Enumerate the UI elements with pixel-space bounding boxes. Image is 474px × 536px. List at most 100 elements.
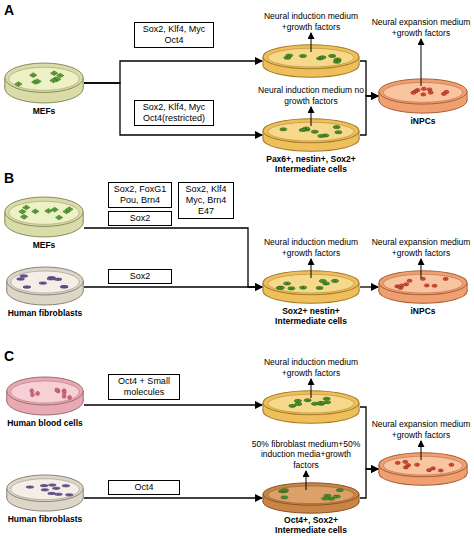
cell-nucleus bbox=[302, 55, 304, 56]
cell-nucleus bbox=[292, 405, 294, 406]
cell bbox=[311, 130, 318, 133]
cell-nucleus bbox=[291, 288, 293, 289]
factor-text: Sox2 bbox=[111, 213, 169, 224]
cell-nucleus bbox=[336, 61, 338, 62]
cell-nucleus bbox=[405, 467, 406, 468]
cell bbox=[47, 278, 55, 280]
cell-nucleus bbox=[32, 394, 33, 395]
cell bbox=[299, 54, 306, 57]
cell bbox=[34, 79, 41, 84]
cell bbox=[66, 207, 73, 212]
cell-nucleus bbox=[35, 211, 36, 212]
petri-dish bbox=[6, 266, 84, 306]
cell-nucleus bbox=[413, 92, 414, 93]
factor-box: Oct4 + Small molecules bbox=[108, 374, 180, 400]
medium-label: Neural induction medium +growth factors bbox=[257, 11, 365, 32]
cell-nucleus bbox=[33, 75, 34, 76]
flow-arrow bbox=[84, 83, 262, 135]
cell-nucleus bbox=[451, 464, 452, 465]
cell bbox=[420, 277, 425, 280]
cell bbox=[281, 489, 288, 492]
cell bbox=[304, 399, 311, 402]
cell bbox=[52, 487, 60, 489]
cell-nucleus bbox=[26, 207, 27, 208]
cell-nucleus bbox=[56, 488, 57, 489]
cell-nucleus bbox=[331, 55, 333, 56]
cell bbox=[19, 209, 26, 214]
cell-nucleus bbox=[319, 58, 321, 59]
cell bbox=[316, 286, 323, 289]
cell bbox=[335, 131, 342, 134]
cell-nucleus bbox=[405, 461, 406, 462]
dish-rim bbox=[7, 475, 83, 502]
cell bbox=[333, 60, 340, 63]
cell bbox=[55, 215, 62, 220]
cell bbox=[438, 469, 443, 472]
cell-nucleus bbox=[280, 287, 282, 288]
cell bbox=[15, 82, 22, 87]
cell-nucleus bbox=[443, 93, 444, 94]
cell-nucleus bbox=[430, 92, 431, 93]
petri-dish bbox=[378, 452, 468, 486]
dish-rim bbox=[7, 267, 83, 295]
cell bbox=[407, 279, 412, 282]
petri-dish bbox=[4, 62, 84, 104]
culture-dish: MEFs bbox=[4, 62, 84, 104]
cell-nucleus bbox=[423, 94, 424, 95]
cell bbox=[48, 492, 56, 494]
culture-dish: Neural induction medium +growth factorsS… bbox=[262, 270, 360, 304]
cell-nucleus bbox=[298, 404, 300, 405]
medium-label: 50% fibroblast medium+50% induction medi… bbox=[250, 439, 362, 471]
cell bbox=[319, 279, 326, 282]
medium-label: Neural induction medium +growth factors bbox=[257, 357, 365, 378]
cell-nucleus bbox=[65, 485, 66, 486]
cell-nucleus bbox=[307, 400, 309, 401]
cell bbox=[316, 57, 323, 60]
cell-label: Sox2+ nestin+ Intermediate cells bbox=[261, 306, 361, 326]
petri-dish bbox=[6, 474, 84, 512]
petri-dish bbox=[262, 44, 360, 78]
cell-nucleus bbox=[406, 284, 407, 285]
cell-nucleus bbox=[302, 130, 304, 131]
dish-rim bbox=[379, 271, 467, 295]
cell-nucleus bbox=[416, 464, 417, 465]
factor-box: Sox2, Klf4, Myc Oct4(restricted) bbox=[134, 100, 214, 126]
cell bbox=[23, 205, 30, 210]
flow-arrow bbox=[360, 286, 378, 287]
dish-medium bbox=[11, 479, 80, 500]
cell bbox=[51, 207, 58, 212]
dish-medium bbox=[383, 83, 462, 103]
cell-nucleus bbox=[52, 484, 53, 485]
panel-letter: B bbox=[4, 170, 14, 186]
cell-nucleus bbox=[44, 489, 45, 490]
dish-rim bbox=[379, 453, 467, 477]
cell bbox=[57, 73, 64, 78]
cell-nucleus bbox=[57, 279, 58, 280]
cell-nucleus bbox=[23, 216, 24, 217]
cell bbox=[62, 485, 70, 487]
cell bbox=[17, 278, 25, 280]
cell bbox=[300, 286, 307, 289]
cell bbox=[318, 402, 325, 405]
cell bbox=[294, 399, 301, 402]
cell-nucleus bbox=[322, 280, 324, 281]
dish-medium bbox=[268, 274, 354, 293]
cell-nucleus bbox=[401, 285, 402, 286]
cell-nucleus bbox=[56, 79, 57, 80]
cell bbox=[68, 395, 72, 399]
petri-dish bbox=[262, 390, 360, 424]
cell-nucleus bbox=[42, 283, 43, 284]
cell bbox=[427, 88, 432, 91]
factor-box: Sox2, Klf4, Myc Oct4 bbox=[134, 22, 214, 48]
cell-nucleus bbox=[54, 209, 55, 210]
cell-label: Pax6+, nestin+, Sox2+ Intermediate cells bbox=[255, 154, 367, 174]
cell-nucleus bbox=[37, 81, 38, 82]
petri-dish bbox=[262, 118, 360, 152]
flow-arrow bbox=[360, 407, 378, 469]
cell bbox=[399, 284, 404, 287]
dish-medium bbox=[383, 456, 462, 475]
panel-letter: A bbox=[4, 2, 14, 18]
cell bbox=[333, 126, 340, 129]
dish-medium bbox=[9, 67, 79, 90]
